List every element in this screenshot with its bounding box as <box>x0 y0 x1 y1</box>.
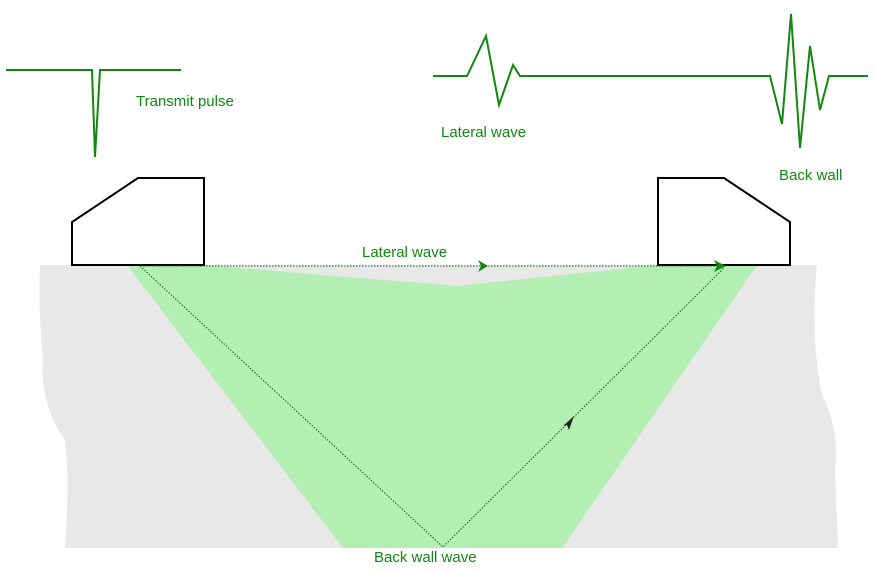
back-wall-wave-path-label: Back wall wave <box>374 549 477 566</box>
lateral-wave-arrow <box>478 260 488 272</box>
receiver-probe <box>657 177 791 266</box>
lateral-wave-path-label: Lateral wave <box>362 244 447 261</box>
lateral-wave-end-arrow <box>714 260 726 272</box>
back-wall-signal-label: Back wall <box>779 167 842 184</box>
transmitter-probe <box>71 177 205 266</box>
lateral-wave-signal-label: Lateral wave <box>441 124 526 141</box>
received-signal-trace <box>433 13 868 149</box>
transmit-pulse-label: Transmit pulse <box>136 93 234 110</box>
transmit-pulse-signal <box>6 69 181 158</box>
back-wall-wave-arrow <box>563 416 574 430</box>
ultrasonic-beam <box>127 265 757 548</box>
